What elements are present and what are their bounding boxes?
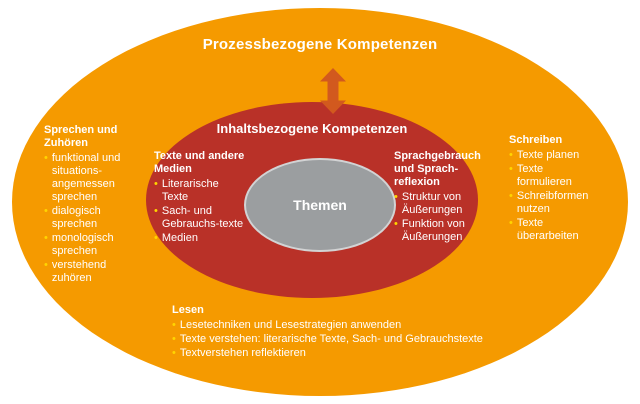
section-title: Sprachgebrauch und Sprach-reflexion <box>394 150 481 188</box>
bullet-icon: • <box>44 205 48 217</box>
list-item: •dialogisch sprechen <box>44 205 142 231</box>
list-item-text: Struktur von Äußerungen <box>401 191 463 216</box>
list-item-text: Funktion von Äußerungen <box>401 218 465 243</box>
list-item: •Texte überarbeiten <box>509 217 597 243</box>
bullet-icon: • <box>154 232 158 244</box>
list-item-text: Textverstehen reflektieren <box>179 347 306 359</box>
list-item: •Lesetechniken und Lesestrategien anwend… <box>172 319 622 332</box>
bullet-icon: • <box>172 319 176 331</box>
list-item-text: Literarische Texte <box>161 178 219 203</box>
section-title: Texte und andere Medien <box>154 150 245 175</box>
list-item: •Literarische Texte <box>154 178 246 204</box>
section-texte-und-andere-medien: Texte und andere Medien •Literarische Te… <box>154 150 246 246</box>
list-item-text: Schreibformen nutzen <box>516 190 589 215</box>
list-item: •Schreibformen nutzen <box>509 190 597 216</box>
section-title: Lesen <box>172 304 204 316</box>
list-item: •Texte verstehen: literarische Texte, Sa… <box>172 333 622 346</box>
bullet-icon: • <box>154 205 158 217</box>
bullet-icon: • <box>509 190 513 202</box>
section-schreiben: Schreiben •Texte planen •Texte formulier… <box>509 134 597 244</box>
bullet-list: •Lesetechniken und Lesestrategien anwend… <box>172 319 622 360</box>
list-item: •monologisch sprechen <box>44 232 142 258</box>
list-item-text: monologisch sprechen <box>51 232 114 257</box>
outer-title: Prozessbezogene Kompetenzen <box>202 36 438 53</box>
bullet-list: •Literarische Texte •Sach- und Gebrauchs… <box>154 178 246 245</box>
list-item-text: verstehend zuhören <box>51 259 107 284</box>
list-item: •Texte planen <box>509 149 597 162</box>
bullet-list: •funktional und situations-angemessen sp… <box>44 152 142 285</box>
section-lesen: Lesen •Lesetechniken und Lesestrategien … <box>172 304 622 361</box>
list-item-text: Medien <box>161 232 198 244</box>
list-item-text: Lesetechniken und Lesestrategien anwende… <box>179 319 402 331</box>
list-item: •Struktur von Äußerungen <box>394 191 488 217</box>
bullet-icon: • <box>172 333 176 345</box>
list-item: •Textverstehen reflektieren <box>172 347 622 360</box>
double-arrow-shape <box>320 68 346 114</box>
double-arrow-icon <box>320 68 346 114</box>
list-item: •Texte formulieren <box>509 163 597 189</box>
bullet-icon: • <box>509 163 513 175</box>
bullet-icon: • <box>44 259 48 271</box>
list-item-text: funktional und situations-angemessen spr… <box>51 152 121 203</box>
bullet-icon: • <box>394 218 398 230</box>
list-item-text: Texte planen <box>516 149 580 161</box>
themen-ellipse <box>244 158 396 252</box>
section-title: Schreiben <box>509 134 563 146</box>
section-sprechen-und-zuhoeren: Sprechen und Zuhören •funktional und sit… <box>44 124 142 286</box>
list-item: •Medien <box>154 232 246 245</box>
list-item: •verstehend zuhören <box>44 259 142 285</box>
section-sprachgebrauch: Sprachgebrauch und Sprach-reflexion •Str… <box>394 150 488 245</box>
list-item-text: Texte verstehen: literarische Texte, Sac… <box>179 333 483 345</box>
list-item: •funktional und situations-angemessen sp… <box>44 152 142 204</box>
bullet-icon: • <box>509 149 513 161</box>
bullet-icon: • <box>44 232 48 244</box>
list-item-text: dialogisch sprechen <box>51 205 101 230</box>
list-item-text: Texte formulieren <box>516 163 572 188</box>
list-item: •Sach- und Gebrauchs-texte <box>154 205 246 231</box>
bullet-icon: • <box>44 152 48 164</box>
bullet-icon: • <box>509 217 513 229</box>
themen-label: Themen <box>293 197 347 213</box>
bullet-icon: • <box>394 191 398 203</box>
section-title: Sprechen und Zuhören <box>44 124 118 149</box>
list-item: •Funktion von Äußerungen <box>394 218 488 244</box>
inner-title: Inhaltsbezogene Kompetenzen <box>216 121 408 136</box>
bullet-icon: • <box>172 347 176 359</box>
list-item-text: Sach- und Gebrauchs-texte <box>161 205 244 230</box>
bullet-icon: • <box>154 178 158 190</box>
list-item-text: Texte überarbeiten <box>516 217 579 242</box>
bullet-list: •Struktur von Äußerungen •Funktion von Ä… <box>394 191 488 244</box>
bullet-list: •Texte planen •Texte formulieren •Schrei… <box>509 149 597 243</box>
